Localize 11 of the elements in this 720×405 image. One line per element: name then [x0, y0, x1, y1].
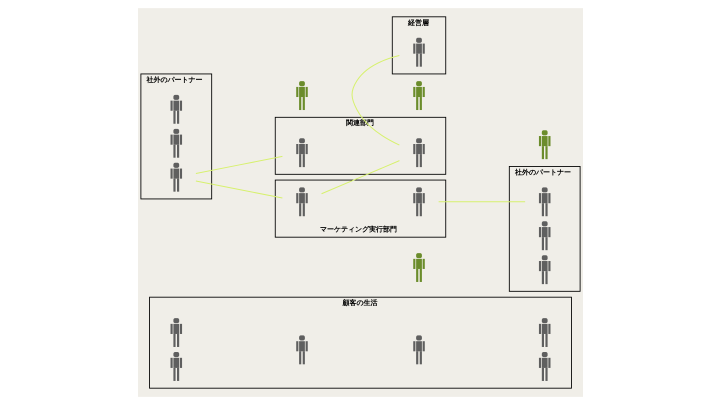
- cluster: 関連部門: [274, 116, 446, 175]
- connector: [195, 156, 282, 174]
- connector: [320, 160, 400, 194]
- cluster: 経営層: [391, 16, 446, 74]
- cluster: 顧客の生活: [148, 296, 572, 389]
- connector: [195, 180, 282, 199]
- connector: [351, 55, 400, 146]
- cluster: 社外のパートナー: [140, 73, 212, 200]
- connector: [438, 201, 525, 202]
- cluster: 社外のパートナー: [508, 166, 580, 292]
- cluster: マーケティング実行部門: [274, 180, 446, 238]
